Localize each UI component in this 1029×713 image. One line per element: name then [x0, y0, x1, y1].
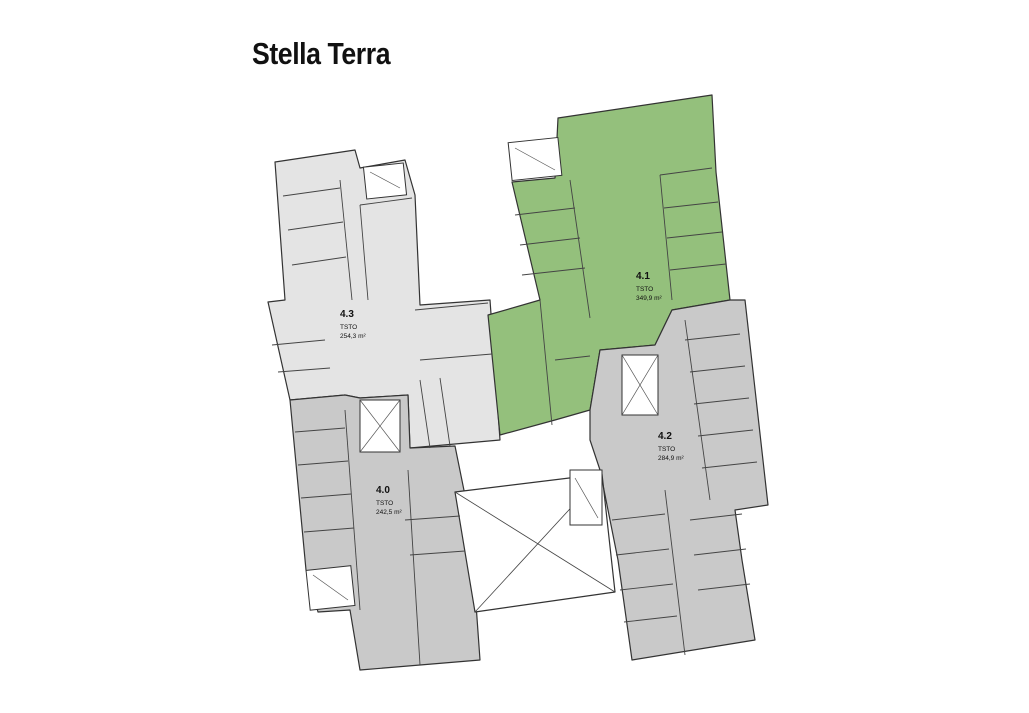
zone-label-4-3: 4.3 TSTO 254,3 m²	[340, 309, 366, 340]
svg-text:349,9 m²: 349,9 m²	[636, 295, 662, 302]
svg-text:TSTO: TSTO	[658, 446, 675, 453]
zone-label-4-2: 4.2 TSTO 284,9 m²	[658, 431, 684, 462]
svg-text:284,9 m²: 284,9 m²	[658, 455, 684, 462]
svg-text:TSTO: TSTO	[636, 286, 653, 293]
svg-text:TSTO: TSTO	[376, 500, 393, 507]
svg-text:4.0: 4.0	[376, 485, 390, 496]
stair-core-lower-left	[305, 565, 356, 611]
stair-core-upper-left	[362, 162, 408, 200]
svg-text:4.3: 4.3	[340, 309, 354, 320]
svg-text:254,3 m²: 254,3 m²	[340, 333, 366, 340]
plan-title: Stella Terra	[252, 36, 391, 71]
svg-text:242,5 m²: 242,5 m²	[376, 509, 402, 516]
svg-text:4.2: 4.2	[658, 431, 672, 442]
svg-text:4.1: 4.1	[636, 271, 650, 282]
zone-label-4-1: 4.1 TSTO 349,9 m²	[636, 271, 662, 302]
svg-text:TSTO: TSTO	[340, 324, 357, 331]
zone-label-4-0: 4.0 TSTO 242,5 m²	[376, 485, 402, 516]
